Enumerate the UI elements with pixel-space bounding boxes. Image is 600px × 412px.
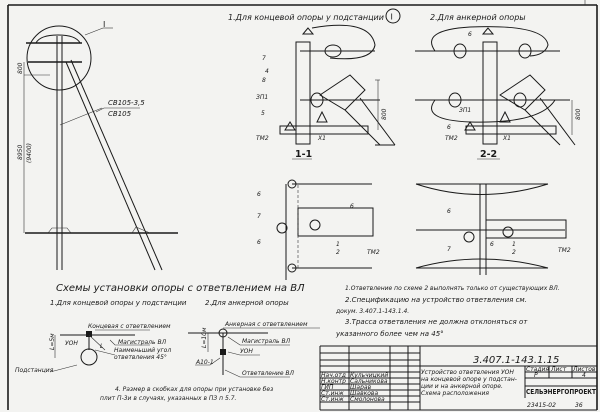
scheme1-pole-type: Концевая с ответвлением bbox=[88, 323, 171, 330]
node-mark: I bbox=[391, 13, 393, 22]
sec1-label-tm2: ТМ2 bbox=[256, 135, 269, 142]
sec1-label-x1: Х1 bbox=[317, 135, 326, 142]
strut-label-top: СВ105-3,5 bbox=[108, 99, 145, 107]
scheme1-angle-mark: L bbox=[100, 343, 103, 350]
sheets-label: Листов bbox=[572, 366, 596, 373]
description-line: Устройство ответвления УОН bbox=[421, 369, 514, 376]
dim-height-alt: (9400) bbox=[26, 143, 33, 163]
note-1: 1.Ответвление по схеме 2 выполнять тольк… bbox=[345, 285, 560, 292]
plan1-label-tm2: ТМ2 bbox=[367, 249, 380, 256]
plan2-label-6b: 6 bbox=[490, 241, 494, 248]
view1-title: 1.Для концевой опоры у подстанции bbox=[228, 13, 384, 22]
plan1-label-6a: 6 bbox=[257, 191, 261, 198]
note4-line1: 4. Размер в скобках для опоры при устано… bbox=[115, 386, 273, 393]
scheme1-substation: Подстанция bbox=[15, 367, 54, 374]
sec1-label-4: 4 bbox=[265, 68, 269, 75]
plan2-label-6a: 6 bbox=[447, 208, 451, 215]
plan-2-drawing bbox=[415, 183, 567, 275]
sec2-label-x1: Х1 bbox=[502, 135, 511, 142]
pole-elevation bbox=[23, 25, 178, 271]
scheme1-dim: L=5м bbox=[49, 333, 56, 350]
scheme1-main-line: Магистраль ВЛ bbox=[118, 339, 167, 346]
sheet-frame bbox=[7, 0, 598, 410]
dim-height: 8950 bbox=[17, 145, 24, 160]
plan1-label-6c: 6 bbox=[350, 203, 354, 210]
sec2-label-zp1: ЗП1 bbox=[459, 107, 471, 114]
scheme2-main-line: Магистраль ВЛ bbox=[242, 338, 291, 345]
sec1-label-5: 5 bbox=[261, 110, 265, 117]
scheme-2-drawing bbox=[188, 327, 320, 378]
scheme2-title: 2.Для анкерной опоры bbox=[205, 299, 289, 307]
node-callout: I bbox=[103, 20, 105, 29]
note-3-cont: указанного более чем на 45° bbox=[335, 330, 444, 338]
section-2-2-title: 2-2 bbox=[480, 149, 497, 160]
note4-line2: плит П-3и в случаях, указанных в ПЗ п 5.… bbox=[100, 395, 237, 402]
title-block bbox=[319, 345, 597, 411]
staff-name: Шавкова bbox=[350, 390, 378, 397]
sec1-label-zp1: ЗП1 bbox=[256, 94, 268, 101]
staff-role: Ст.инж bbox=[321, 396, 344, 403]
sec2-label-6: 6 bbox=[447, 124, 451, 131]
note-2-cont: докум. 3.407.1-143.1.4. bbox=[335, 308, 409, 315]
note-2: 2.Спецификацию на устройство ответвления… bbox=[345, 296, 527, 304]
strut-label-bottom: СВ105 bbox=[108, 110, 132, 118]
archive-number: 23415-02 bbox=[527, 402, 556, 409]
node-i-circle bbox=[26, 25, 92, 91]
section-2-2-drawing bbox=[415, 26, 576, 146]
dim-top: 800 bbox=[17, 62, 24, 74]
staff-name: Кульчицкий bbox=[350, 372, 388, 379]
plan2-label-tm2: ТМ2 bbox=[558, 247, 571, 254]
view2-title: 2.Для анкерной опоры bbox=[430, 13, 526, 22]
staff-role: ГИП bbox=[321, 384, 334, 391]
plan1-label-2: 2 bbox=[336, 249, 340, 256]
section-1-1-drawing bbox=[279, 24, 396, 146]
schemes-title: Схемы установки опоры с ответвлением на … bbox=[56, 283, 305, 294]
scheme2-pole-a: А10-1 bbox=[195, 359, 214, 366]
sec2-label-tm2: ТМ2 bbox=[445, 135, 458, 142]
staff-role: Н.контр bbox=[321, 378, 346, 385]
plan1-label-7: 7 bbox=[257, 213, 261, 220]
sec1-label-7: 7 bbox=[262, 55, 266, 62]
staff-name: Сальникова bbox=[350, 378, 388, 385]
stage-label: Стадия bbox=[526, 366, 549, 373]
sheet-label: Лист bbox=[550, 366, 567, 373]
plan1-label-1: 1 bbox=[336, 241, 340, 248]
scheme-1-drawing bbox=[49, 329, 150, 373]
node-mark-circle bbox=[385, 8, 401, 24]
organization: СЕЛЬЭНЕРГОПРОЕКТ bbox=[526, 388, 596, 396]
plan2-label-2: 2 bbox=[512, 249, 516, 256]
plan2-label-7: 7 bbox=[447, 246, 451, 253]
stage-value: Р bbox=[534, 372, 538, 379]
staff-rows: Нач.отд Кульчицкий Н.контр Сальникова ГИ… bbox=[321, 372, 388, 403]
scheme2-uon: УОН bbox=[240, 348, 253, 355]
scheme1-min-angle-1: Наименьший угол bbox=[114, 347, 171, 354]
scheme1-min-angle-2: ответвления 45° bbox=[114, 354, 167, 361]
staff-name: Шарав bbox=[350, 384, 372, 391]
plan1-label-6b: 6 bbox=[257, 239, 261, 246]
doc-code: 3.407.1-143.1.15 bbox=[473, 355, 559, 366]
sec2-label-6-top: 6 bbox=[468, 31, 472, 38]
description-line: на концевой опоре у подстан- bbox=[421, 376, 517, 383]
plan2-label-1: 1 bbox=[512, 241, 516, 248]
staff-role: Ст.инж bbox=[321, 390, 344, 397]
description-line: Схема расположения bbox=[421, 390, 489, 397]
sheets-value: 4 bbox=[582, 372, 586, 379]
staff-role: Нач.отд bbox=[321, 372, 346, 379]
note-3: 3.Трасса ответвления не должна отклонять… bbox=[345, 318, 528, 326]
page-number: 36 bbox=[575, 402, 583, 409]
scheme1-uon: УОН bbox=[65, 340, 78, 347]
sec1-dim-800: 800 bbox=[381, 108, 388, 120]
description-line: ции и на анкерной опоре. bbox=[421, 383, 503, 390]
section-1-1-title: 1-1 bbox=[295, 149, 312, 160]
scheme2-dim: L=10м bbox=[201, 327, 208, 348]
scheme1-title: 1.Для концевой опоры у подстанции bbox=[50, 299, 187, 307]
scheme2-branch: Ответвление ВЛ bbox=[242, 370, 295, 377]
sec2-dim-800: 800 bbox=[575, 108, 582, 120]
plan-1-drawing bbox=[276, 179, 374, 280]
sec1-label-8: 8 bbox=[262, 77, 266, 84]
scheme2-pole-type: Анкерная с ответвлением bbox=[224, 321, 308, 328]
staff-name: Смолонова bbox=[350, 396, 385, 403]
